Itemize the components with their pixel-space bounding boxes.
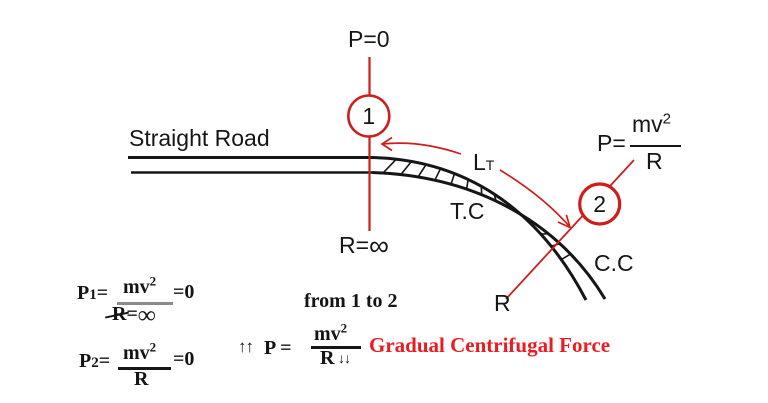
curve-top-edge — [369, 156, 588, 301]
p-zero-label: P=0 — [348, 26, 390, 52]
p2-result: =0 — [173, 348, 195, 370]
p1-formula-lhs: P1= — [77, 283, 108, 304]
r-infinity-prefix: R= — [339, 232, 370, 258]
p1-num-sup: 2 — [149, 273, 157, 289]
p1-result: =0 — [173, 281, 195, 303]
p2-force-lhs: P= — [597, 130, 626, 156]
p1-den-infinity: ∞ — [137, 302, 156, 329]
p1-index: 1 — [89, 287, 97, 303]
p1-numerator: mv2 — [123, 274, 156, 298]
p2-numerator: mv2 — [123, 340, 156, 364]
p1-name: P — [77, 282, 90, 304]
p2-force-denominator: R — [646, 148, 663, 174]
straight-road-label: Straight Road — [129, 125, 270, 151]
point-2-label: 2 — [593, 191, 606, 217]
lt-arrow-right-segment — [499, 169, 571, 228]
point-1-marker — [346, 94, 391, 138]
p1-equals: = — [96, 282, 109, 304]
lt-main: L — [473, 149, 486, 175]
transition-num-base: mv — [314, 323, 341, 345]
transition-num-sup: 2 — [340, 320, 348, 336]
radius-label: R — [494, 290, 511, 316]
p1-den-equals: = — [126, 303, 138, 325]
p2-force-num-sup: 2 — [662, 110, 672, 128]
transition-fraction-bar — [311, 346, 361, 349]
increase-arrows-icon: ↑↑ — [238, 337, 254, 356]
p2-formula-lhs: P2= — [79, 351, 110, 372]
lt-arrow-left-segment — [381, 142, 462, 155]
p2-force-numerator: mv2 — [632, 110, 672, 137]
p2-name: P — [79, 350, 92, 372]
p2-index: 2 — [91, 355, 99, 371]
lt-arrowhead-left-icon — [380, 136, 393, 152]
p2-num-sup: 2 — [149, 339, 157, 355]
p2-fraction-bar — [118, 367, 171, 370]
transition-hatching — [382, 158, 571, 261]
transition-p-equals: P = — [264, 337, 292, 359]
p2-num-base: mv — [123, 342, 150, 364]
p2-denominator: R — [134, 368, 149, 390]
radius-line — [505, 159, 635, 300]
gradual-centrifugal-force-note: Gradual Centrifugal Force — [369, 333, 611, 357]
lt-subscript: T — [485, 157, 495, 173]
transition-numerator: mv2 — [314, 321, 347, 345]
tangent-curve-label: T.C — [450, 198, 485, 224]
p2-force-fraction-bar — [630, 144, 681, 147]
p1-denominator: R=∞ — [112, 302, 156, 329]
p1-den-r-struck: R — [112, 303, 127, 325]
curve-bottom-edge — [371, 171, 607, 300]
decrease-arrows-icon: ↓↓ — [338, 352, 351, 367]
p1-fraction-bar — [117, 302, 173, 305]
infinity-symbol: ∞ — [369, 230, 390, 261]
p2-force-num-base: mv — [632, 111, 663, 137]
lt-arrowhead-right-icon — [557, 214, 572, 230]
p2-equals: = — [98, 350, 111, 372]
r-infinity-label: R=∞ — [339, 232, 389, 260]
transition-heading: from 1 to 2 — [304, 290, 398, 312]
point-2-marker — [578, 182, 622, 226]
lt-label: LT — [473, 150, 494, 174]
point-1-label: 1 — [362, 103, 375, 129]
circular-curve-label: C.C — [594, 250, 634, 276]
p1-num-base: mv — [123, 276, 150, 298]
transition-denominator: R — [320, 347, 335, 369]
